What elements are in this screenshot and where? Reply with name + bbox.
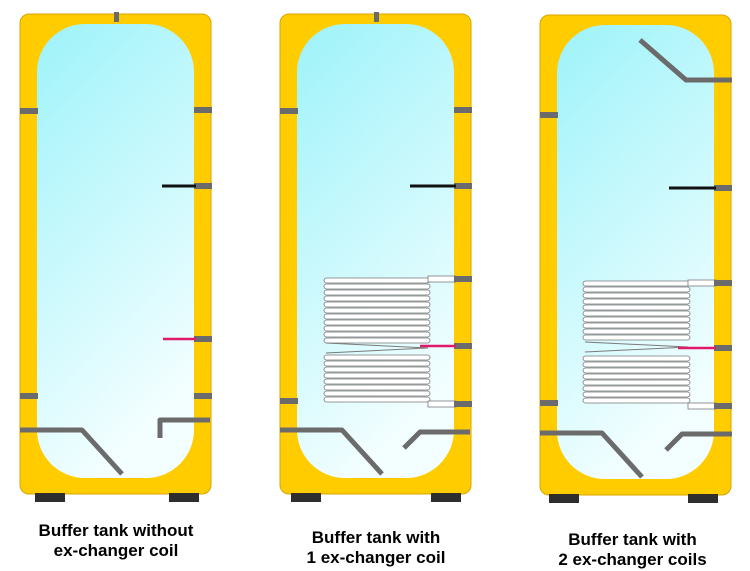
coil-winding xyxy=(323,319,431,326)
coil-winding xyxy=(323,378,431,385)
coil-winding xyxy=(323,277,431,284)
right-port xyxy=(454,107,472,113)
bottom-outlet-pipe xyxy=(157,417,210,438)
bottom-outlet-pipe xyxy=(402,429,470,450)
coil-winding xyxy=(323,307,431,314)
coil-lower-windings xyxy=(582,355,691,404)
caption-tank-one-coil: Buffer tank with 1 ex-changer coil xyxy=(256,528,496,568)
left-port xyxy=(280,398,298,404)
coil-outlet-tube xyxy=(687,402,717,410)
coil-winding xyxy=(323,366,431,373)
coil-winding xyxy=(323,283,431,290)
bottom-inlet-pipe xyxy=(540,430,644,479)
right-port xyxy=(714,345,732,351)
tank-foot xyxy=(291,493,321,502)
tank-foot xyxy=(431,493,461,502)
top-port xyxy=(114,12,119,22)
tank-water xyxy=(297,24,454,478)
coil-winding xyxy=(582,373,691,380)
caption-tank-two-coils: Buffer tank with 2 ex-changer coils xyxy=(515,530,750,570)
coil-winding xyxy=(582,379,691,386)
coil-winding xyxy=(323,301,431,308)
left-port xyxy=(20,108,38,114)
left-port xyxy=(20,393,38,399)
bottom-inlet-pipe xyxy=(20,427,124,476)
bottom-outlet-pipe xyxy=(664,431,732,452)
tank-with-two-coils xyxy=(539,14,732,503)
top-inlet-pipe xyxy=(638,38,732,83)
coil-winding xyxy=(323,289,431,296)
coil-upper-windings xyxy=(582,280,691,341)
coil-winding xyxy=(582,328,691,335)
coil-inlet-port xyxy=(454,276,472,282)
coil-lower-windings xyxy=(323,354,431,403)
coil-winding xyxy=(582,355,691,362)
tank-foot xyxy=(688,494,718,503)
coil-winding xyxy=(582,310,691,317)
tank-water xyxy=(557,25,714,479)
coil-winding xyxy=(582,292,691,299)
coil-winding xyxy=(582,316,691,323)
coil-winding xyxy=(582,322,691,329)
coil-winding xyxy=(323,337,431,344)
coil-winding xyxy=(582,391,691,398)
coil-winding xyxy=(582,361,691,368)
right-port xyxy=(714,185,732,191)
coil-winding xyxy=(582,385,691,392)
coil-winding xyxy=(582,286,691,293)
coil-outlet-port xyxy=(714,403,732,409)
caption-line: Buffer tank without xyxy=(38,521,194,540)
right-port xyxy=(454,183,472,189)
caption-line: Buffer tank with xyxy=(311,528,441,547)
coil-inlet-tube xyxy=(687,279,717,287)
coil-winding xyxy=(323,384,431,391)
coil-outlet-port xyxy=(454,401,472,407)
bottom-inlet-pipe xyxy=(280,427,384,476)
coil-winding xyxy=(582,397,691,404)
coil-winding xyxy=(323,372,431,379)
left-port xyxy=(540,112,558,118)
coil-winding xyxy=(323,325,431,332)
tank-foot xyxy=(549,494,579,503)
coil-winding xyxy=(582,280,691,287)
coil-winding xyxy=(582,298,691,305)
coil-cross-winding xyxy=(325,342,429,354)
coil-winding xyxy=(582,334,691,341)
coil-winding xyxy=(582,367,691,374)
heat-exchanger-coil xyxy=(323,275,457,408)
coil-winding xyxy=(323,331,431,338)
right-port xyxy=(194,393,212,399)
coil-winding xyxy=(323,396,431,403)
coil-winding xyxy=(323,313,431,320)
caption-line: ex-changer coil xyxy=(53,541,179,560)
coil-winding xyxy=(323,295,431,302)
left-port xyxy=(280,108,298,114)
caption-tank-without-coil: Buffer tank without ex-changer coil xyxy=(0,521,232,561)
right-port xyxy=(194,336,212,342)
top-port xyxy=(374,12,379,22)
right-port xyxy=(194,183,212,189)
coil-winding xyxy=(323,360,431,367)
caption-line: 1 ex-changer coil xyxy=(306,548,446,567)
caption-line: Buffer tank with xyxy=(568,530,697,549)
coil-inlet-port xyxy=(714,280,732,286)
coil-inlet-tube xyxy=(427,275,457,283)
caption-line: 2 ex-changer coils xyxy=(558,550,707,569)
coil-outlet-tube xyxy=(427,400,457,408)
coil-upper-windings xyxy=(323,277,431,344)
coil-winding xyxy=(582,304,691,311)
coil-winding xyxy=(323,354,431,361)
right-port xyxy=(454,343,472,349)
tank-water xyxy=(37,24,194,478)
tank-without-coil xyxy=(19,12,212,502)
tank-foot xyxy=(35,493,65,502)
tank-with-one-coil xyxy=(279,12,472,502)
tank-foot xyxy=(169,493,199,502)
left-port xyxy=(540,400,558,406)
right-port xyxy=(194,107,212,113)
coil-winding xyxy=(323,390,431,397)
